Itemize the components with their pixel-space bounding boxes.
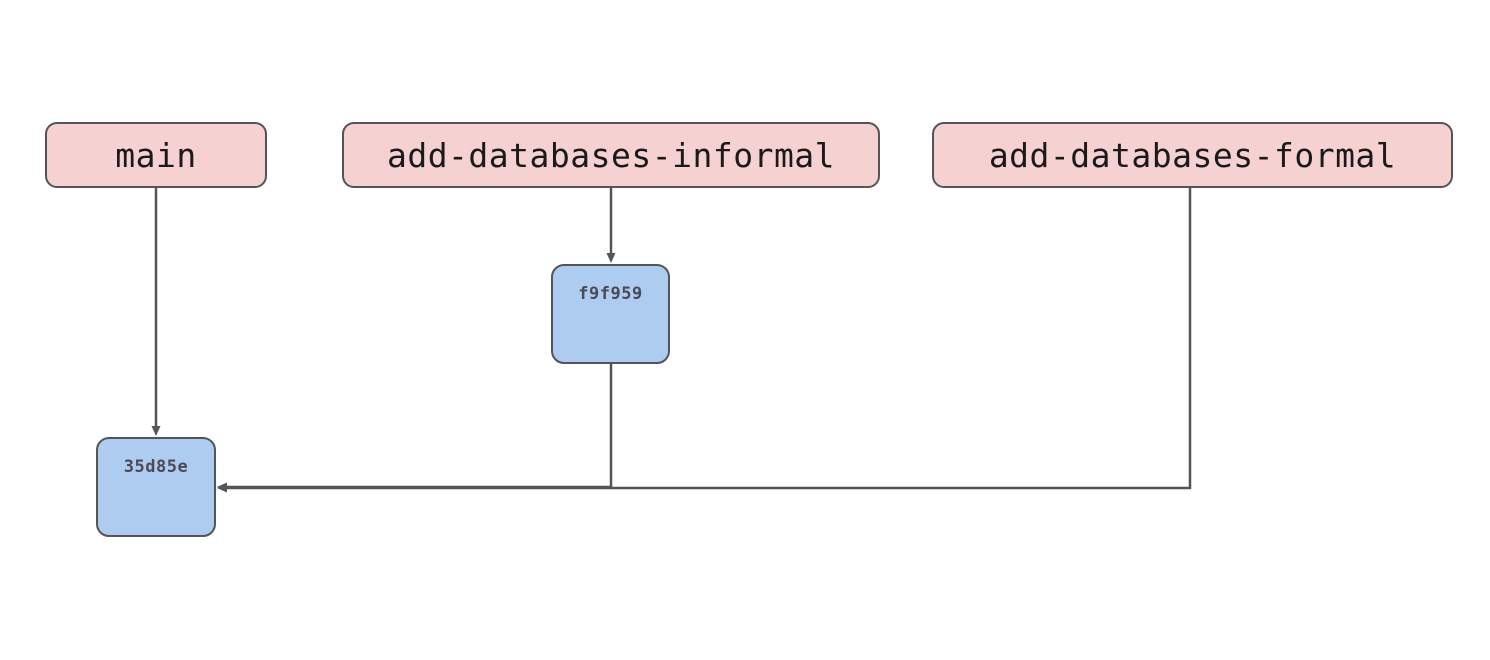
branch-node-main[interactable]: main — [45, 122, 267, 188]
branch-node-add-databases-formal-label: add-databases-formal — [988, 135, 1397, 175]
edge-f9f959-to-35d85e — [217, 364, 613, 492]
edge-formal-to-35d85e — [217, 188, 1192, 493]
commit-node-f9f959[interactable]: f9f959 — [551, 264, 670, 364]
branch-node-add-databases-formal[interactable]: add-databases-formal — [932, 122, 1453, 188]
commit-node-f9f959-label: f9f959 — [578, 284, 643, 304]
commit-node-35d85e-label: 35d85e — [123, 457, 189, 477]
branch-node-add-databases-informal[interactable]: add-databases-informal — [342, 122, 880, 188]
branch-node-add-databases-informal-label: add-databases-informal — [386, 135, 836, 175]
commit-node-35d85e[interactable]: 35d85e — [96, 437, 216, 537]
branch-node-main-label: main — [115, 135, 197, 175]
